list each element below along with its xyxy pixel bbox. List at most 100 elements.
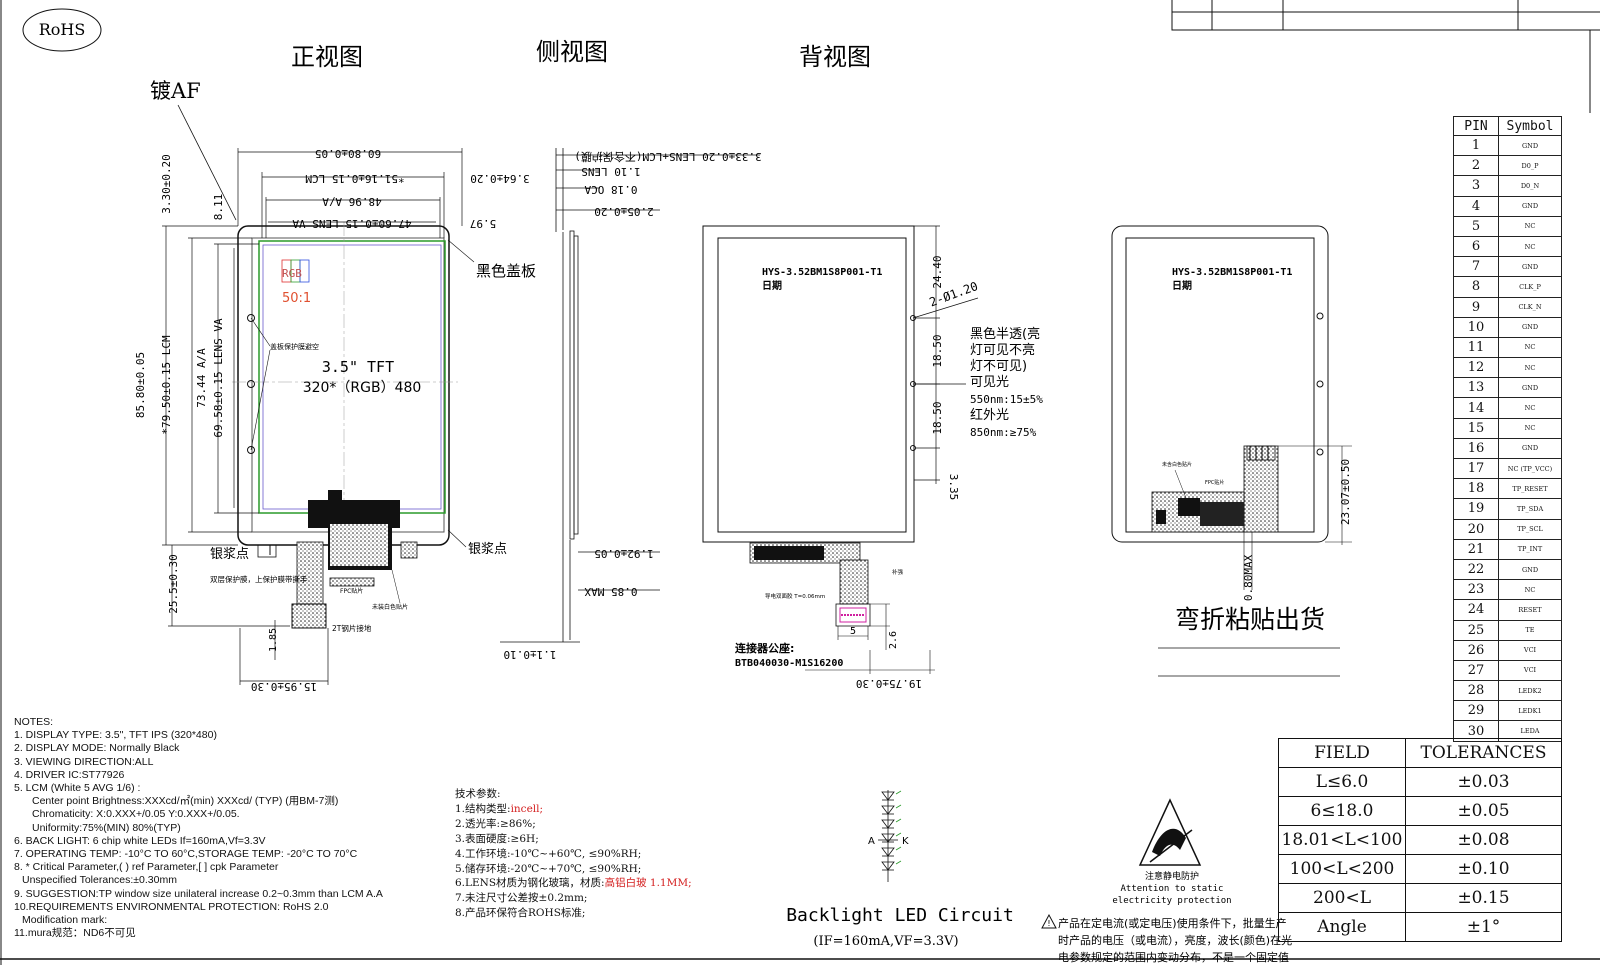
side-tail: 1.1±0.10 [504,648,557,661]
pin-symbol: NC [1498,417,1562,439]
tech-param-label: 1.结构类型: [455,802,511,815]
led-diode-icon [881,804,902,815]
note-line: Chromaticity: X:0.XXX+/0.05 Y:0.XXX+/0.0… [32,808,240,821]
tech-params-block: 技术参数: 1.结构类型:incell;2.透光率:≥86%;3.表面硬度:≥6… [455,787,755,921]
bent-label-a: 未含白色贴片 [1162,461,1192,468]
note-line: 5. LCM (White 5 AVG 1/6) : [14,782,141,795]
pin-symbol: VCI [1498,639,1562,661]
tech-param-item: 1.结构类型:incell; [455,802,755,817]
tech-param-label: 3.表面硬度:≥6H; [455,832,539,845]
back-d4: 3.35 [947,474,960,501]
tech-param-item: 6.LENS材质为钢化玻璃，材质:高铝白玻 1.1MM; [455,876,755,891]
back-view: HYS-3.52BM1S8P001-T1 日期 2-Ø1.20 24.40 18… [702,225,1043,690]
pin-number: 12 [1453,357,1499,379]
pin-number: 4 [1453,195,1499,217]
tolerance-header: TOLERANCES [1405,738,1562,768]
symbol-header: Symbol [1498,116,1562,136]
pin-symbol: GND [1498,195,1562,217]
dim-height-total: 85.80±0.05 [134,352,147,418]
esd-cn: 注意静电防护 [1145,870,1199,882]
backlight-subtitle: (IF=160mA,VF=3.3V) [813,934,958,949]
note-line: NOTES: [14,716,54,728]
note-line: 7. OPERATING TEMP: -10°C TO 60°C,STORAGE… [14,848,358,861]
esd-en1: Attention to static [1121,884,1224,894]
rohs-ellipse [22,8,102,52]
pin-symbol: NC [1498,336,1562,359]
conn-w: 5 [850,626,856,637]
pin-number: 20 [1453,518,1499,540]
pin-number: 23 [1453,579,1499,601]
fpc-label2: FPC贴片 [340,587,363,595]
pin-number: 3 [1453,175,1499,197]
dim-tab-h: 1.85 [268,628,279,652]
note-line: Modification mark: [22,914,108,927]
back-d2: 18.50 [931,334,944,367]
tolerance-row: 100<L<200±0.10 [1278,854,1562,884]
pin-symbol: VCI [1498,659,1562,682]
pin-symbol: GND [1498,377,1562,399]
led-anode: A [868,836,875,847]
led-diode-icon [881,846,902,857]
silver-left: 银浆点 [210,547,249,562]
side-bottom: 1.92±0.05 [594,547,654,560]
back-stiffener: 补强 [892,568,904,576]
pin-number: 30 [1453,720,1499,742]
dim-aa-h: 73.44 A/A [195,348,208,408]
pin-symbol: GND [1498,558,1562,581]
dim-fpc-w: 15.95±0.30 [251,680,317,693]
pin-number: 27 [1453,659,1499,682]
tolerance-row: L≤6.0±0.03 [1278,767,1562,797]
note-line: 4. DRIVER IC:ST77926 [14,768,125,781]
backlight-title: Backlight LED Circuit [786,905,1014,926]
side-view [500,148,760,643]
esd-warning-icon [1138,798,1202,866]
tech-param-item: 8.产品环保符合ROHS标准; [455,906,755,921]
svg-text:!: ! [1047,919,1050,928]
translucency-5: 红外光 [970,407,1009,423]
tolerance-value: ±1° [1405,912,1562,942]
note-line: Center point Brightness:XXXcd/㎡(min) XXX… [32,795,339,808]
conn-h: 2.6 [888,631,899,649]
note-line: 8. * Critical Parameter,( ) ref Paramete… [14,861,279,874]
dim-va-w: 47.60±0.15 LENS VA [292,217,412,230]
translucency-0: 黑色半透(亮 [970,326,1040,342]
side-oca: 0.18 OCA [584,183,637,196]
double-film-note: 双层保护膜，上保护膜带撕手 [210,574,308,584]
resolution: 320*（RGB）480 [303,380,422,396]
warning-2: 电参数规定的范围内变动分布，不是一个固定值 [1058,950,1289,964]
bent-title: 弯折粘贴出货 [1175,605,1325,634]
side-lens: 1.10 LENS [581,165,641,178]
dim-lcm-w: *51.16±0.15 LCM [305,172,405,185]
dim-top-total: 60.80±0.05 [315,147,381,160]
bent-label-b: FPC贴片 [1205,479,1224,486]
pin-number: 16 [1453,437,1499,460]
tolerance-value: ±0.08 [1405,825,1562,855]
tech-param-item: 5.储存环境:-20℃~+70℃, ≤90%RH; [455,862,755,877]
tech-param-label: 7.未注尺寸公差按±0.2mm; [455,892,588,905]
tech-params-title: 技术参数: [455,788,501,800]
bent-model: HYS-3.52BM1S8P001-T1 [1172,267,1292,278]
tech-param-value: 高铝白玻 1.1MM; [604,877,692,890]
back-model: HYS-3.52BM1S8P001-T1 [762,267,882,278]
esd-en2: electricity protection [1112,896,1231,906]
tech-param-label: 6.LENS材质为钢化玻璃，材质: [455,877,605,890]
film-note: 盖板保护膜避空 [270,342,319,351]
side-max: 0.85 MAX [584,585,637,598]
warning-0: 产品在定电流(或定电压)使用条件下，批量生产 [1058,916,1287,930]
pin-number: 7 [1453,256,1499,278]
